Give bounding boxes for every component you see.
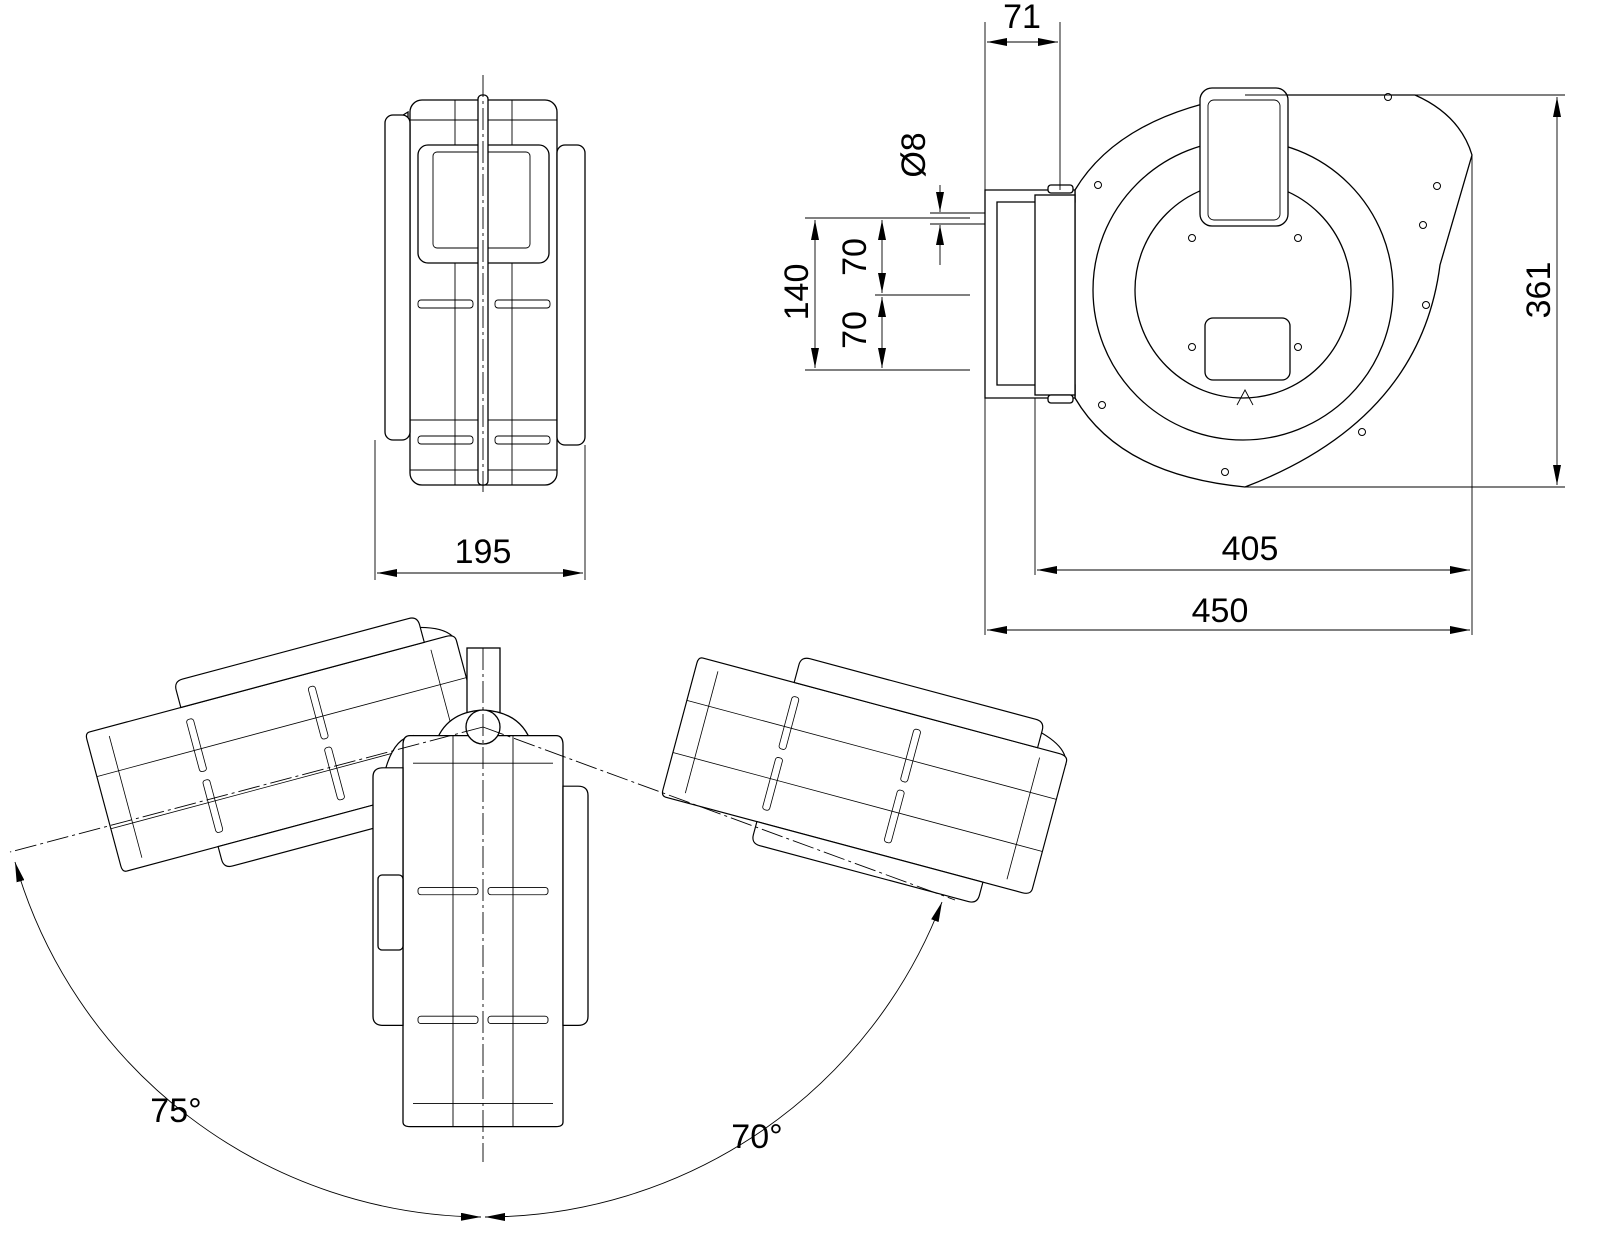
hole-spacing-dimension-140: 140	[778, 264, 816, 321]
right-swivel-angle-70: 70°	[731, 1118, 782, 1156]
hole-diameter-dimension: Ø8	[895, 132, 933, 177]
total-length-dimension-450: 450	[1192, 592, 1249, 630]
hole-spacing-lower-dimension-70: 70	[836, 311, 874, 349]
left-swivel-angle-75: 75°	[150, 1092, 201, 1130]
swivel-view: 75° 70°	[9, 607, 1076, 1221]
side-view: 71 Ø8 140 70 70 361 405 450	[778, 0, 1565, 635]
bracket-depth-dimension-71: 71	[1003, 0, 1041, 36]
reel-swiveled-right	[654, 630, 1076, 918]
width-dimension-195: 195	[455, 533, 512, 571]
front-view: 195	[374, 75, 586, 580]
reel-center	[372, 734, 589, 1128]
height-dimension-361: 361	[1520, 262, 1558, 319]
body-length-dimension-405: 405	[1222, 530, 1279, 568]
hole-spacing-upper-dimension-70: 70	[836, 238, 874, 276]
